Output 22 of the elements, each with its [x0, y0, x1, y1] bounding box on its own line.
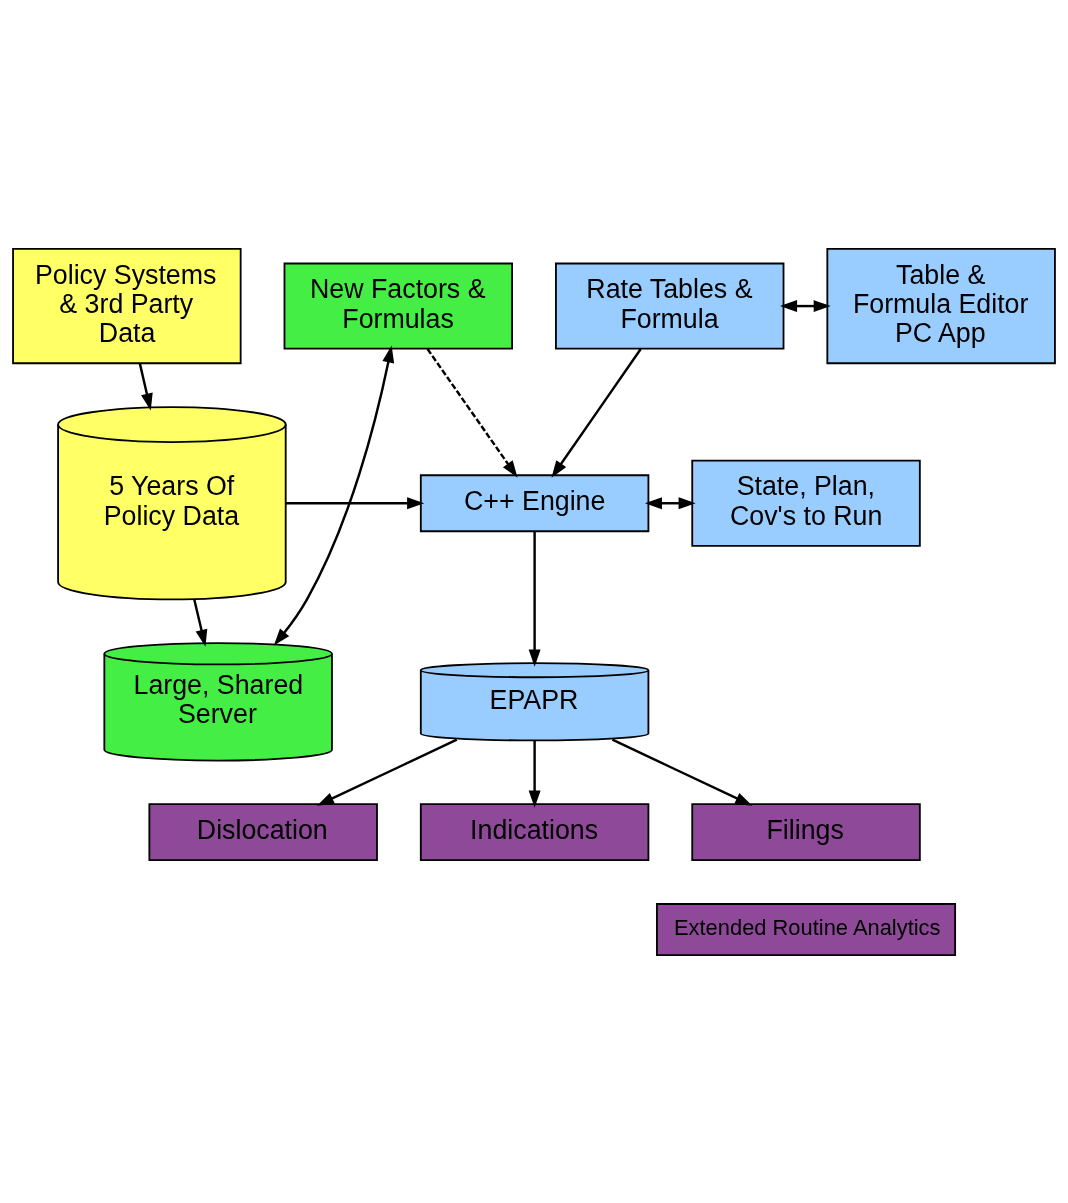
node-box: Indications: [419, 802, 650, 861]
node-box: State, Plan, Cov's to Run: [691, 459, 921, 547]
arrow: [285, 496, 425, 509]
arrow: [528, 530, 541, 667]
node-box: Table & Formula Editor PC App: [826, 247, 1056, 364]
arrow: [780, 299, 831, 312]
node-box: Rate Tables & Formula: [555, 262, 785, 350]
arrow: [426, 347, 518, 478]
node-box: Filings: [691, 802, 921, 861]
node-box: C++ Engine: [419, 473, 650, 532]
node-box: New Factors & Formulas: [283, 262, 513, 350]
legend-label: Extended Routine Analytics: [673, 914, 941, 940]
arrow: [551, 347, 642, 478]
arrow: [611, 738, 753, 806]
node-box: Dislocation: [148, 802, 378, 861]
arrow: [193, 598, 208, 647]
arrow: [316, 738, 458, 806]
arrow: [138, 362, 153, 411]
arrow: [273, 345, 395, 646]
arrow: [644, 496, 696, 509]
arrow: [528, 739, 541, 808]
node-box: Policy Systems & 3rd Party Data: [12, 247, 242, 364]
